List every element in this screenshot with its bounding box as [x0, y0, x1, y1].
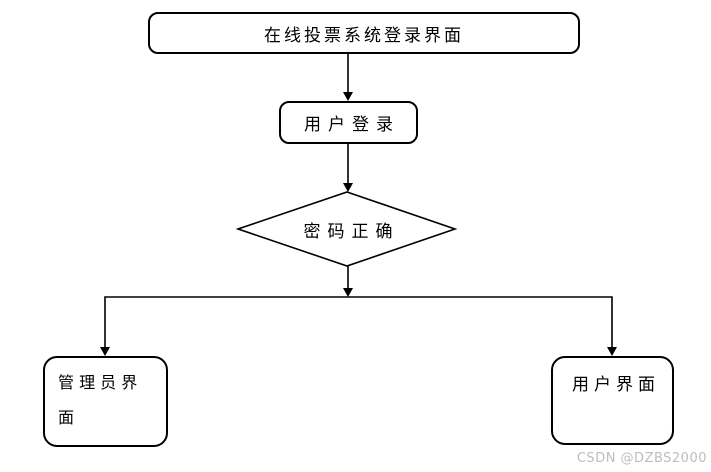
arrowhead-to-user [607, 347, 617, 356]
node-password-check-label: 密码正确 [303, 222, 400, 242]
arrowhead-to-decision [343, 183, 353, 192]
node-admin-interface-label: 管 理 员 界 面 [58, 373, 138, 427]
node-login-screen: 在线投票系统登录界面 [148, 12, 580, 54]
node-login-screen-label: 在线投票系统登录界面 [264, 25, 464, 46]
branch-line [104, 296, 613, 347]
node-user-interface: 用户界面 [551, 356, 674, 445]
node-password-check-label-wrap: 密码正确 [277, 217, 419, 242]
node-user-login-label: 用户登录 [304, 115, 400, 135]
node-user-login: 用户登录 [279, 101, 418, 144]
node-user-interface-label: 用户界面 [572, 375, 660, 395]
node-admin-interface: 管 理 员 界 面 [43, 356, 168, 447]
csdn-watermark: CSDN @DZBS2000 [576, 451, 707, 466]
arrowhead-to-admin [100, 347, 110, 356]
arrowhead-to-login [343, 92, 353, 101]
decision-diamond-shape [235, 191, 458, 267]
arrowhead-to-branch [343, 288, 353, 297]
